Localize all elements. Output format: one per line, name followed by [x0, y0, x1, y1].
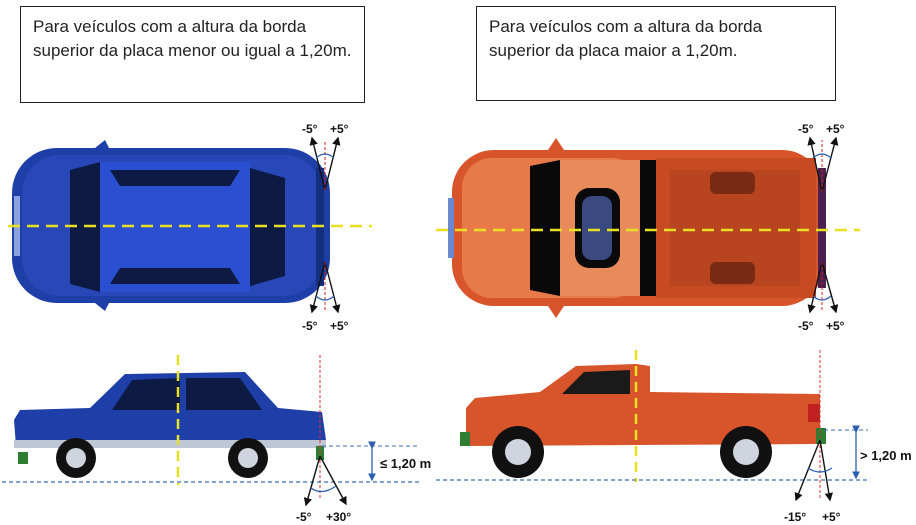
- orange-pickup-top-view: [448, 138, 826, 318]
- angle-fan-side-right: [794, 439, 833, 502]
- angle-label-minus: -5°: [798, 122, 814, 136]
- angle-fan-top-right-upper: [807, 136, 839, 193]
- side-angle-up-right: +5°: [822, 510, 841, 524]
- angle-label-plus: +5°: [826, 319, 845, 333]
- caption-right-text: Para veículos com a altura da borda supe…: [489, 17, 763, 60]
- angle-fan-top-left-lower: [309, 261, 341, 314]
- side-angle-down-right: -15°: [784, 510, 806, 524]
- angle-fan-top-left-upper: [309, 136, 341, 191]
- blue-car-side-view: [14, 372, 326, 478]
- height-label-left: ≤ 1,20 m: [380, 456, 431, 471]
- angle-label-plus: +5°: [826, 122, 845, 136]
- side-angle-down-left: -5°: [296, 510, 312, 524]
- side-angle-up-left: +30°: [326, 510, 351, 524]
- angle-label-minus: -5°: [798, 319, 814, 333]
- caption-box-left: Para veículos com a altura da borda supe…: [20, 6, 365, 103]
- angle-fan-side-left: [303, 455, 347, 507]
- caption-box-right: Para veículos com a altura da borda supe…: [476, 6, 836, 101]
- orange-pickup-side-view: [460, 364, 826, 478]
- angle-label-minus: -5°: [302, 319, 318, 333]
- angle-label-plus: +5°: [330, 319, 349, 333]
- height-label-right: > 1,20 m: [860, 448, 912, 463]
- angle-label-plus: +5°: [330, 122, 349, 136]
- caption-left-text: Para veículos com a altura da borda supe…: [33, 17, 352, 60]
- angle-fan-top-right-lower: [807, 261, 839, 314]
- angle-label-minus: -5°: [302, 122, 318, 136]
